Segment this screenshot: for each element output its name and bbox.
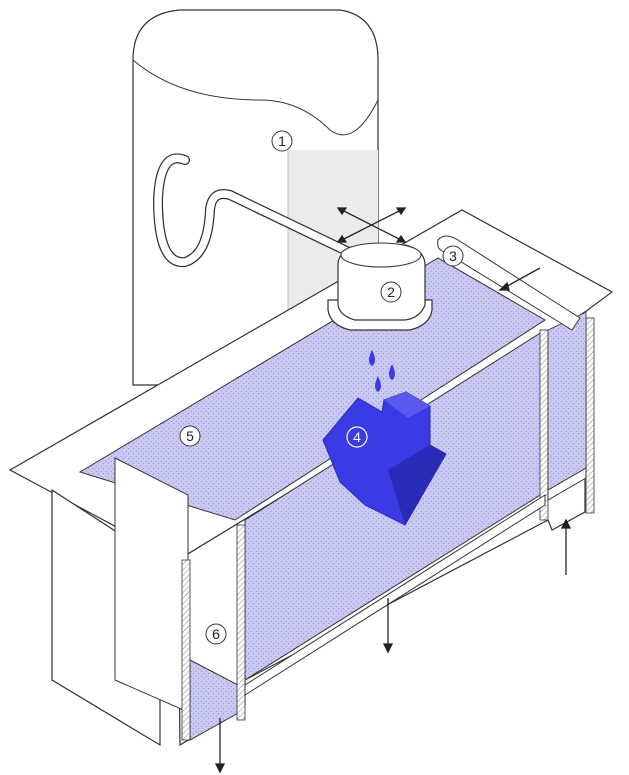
svg-text:6: 6 — [212, 626, 220, 642]
svg-text:2: 2 — [387, 284, 395, 300]
callout-2: 2 — [381, 282, 401, 302]
down-arrow-icon — [216, 718, 224, 772]
svg-text:5: 5 — [186, 428, 194, 444]
up-arrow-icon — [562, 520, 570, 575]
callout-3: 3 — [443, 246, 463, 266]
callout-1: 1 — [272, 131, 292, 151]
svg-text:3: 3 — [449, 248, 457, 264]
svg-text:1: 1 — [278, 133, 286, 149]
callout-6: 6 — [206, 624, 226, 644]
svg-text:4: 4 — [353, 429, 361, 445]
callout-4: 4 — [347, 427, 367, 447]
callout-5: 5 — [180, 426, 200, 446]
print-head — [328, 243, 432, 330]
